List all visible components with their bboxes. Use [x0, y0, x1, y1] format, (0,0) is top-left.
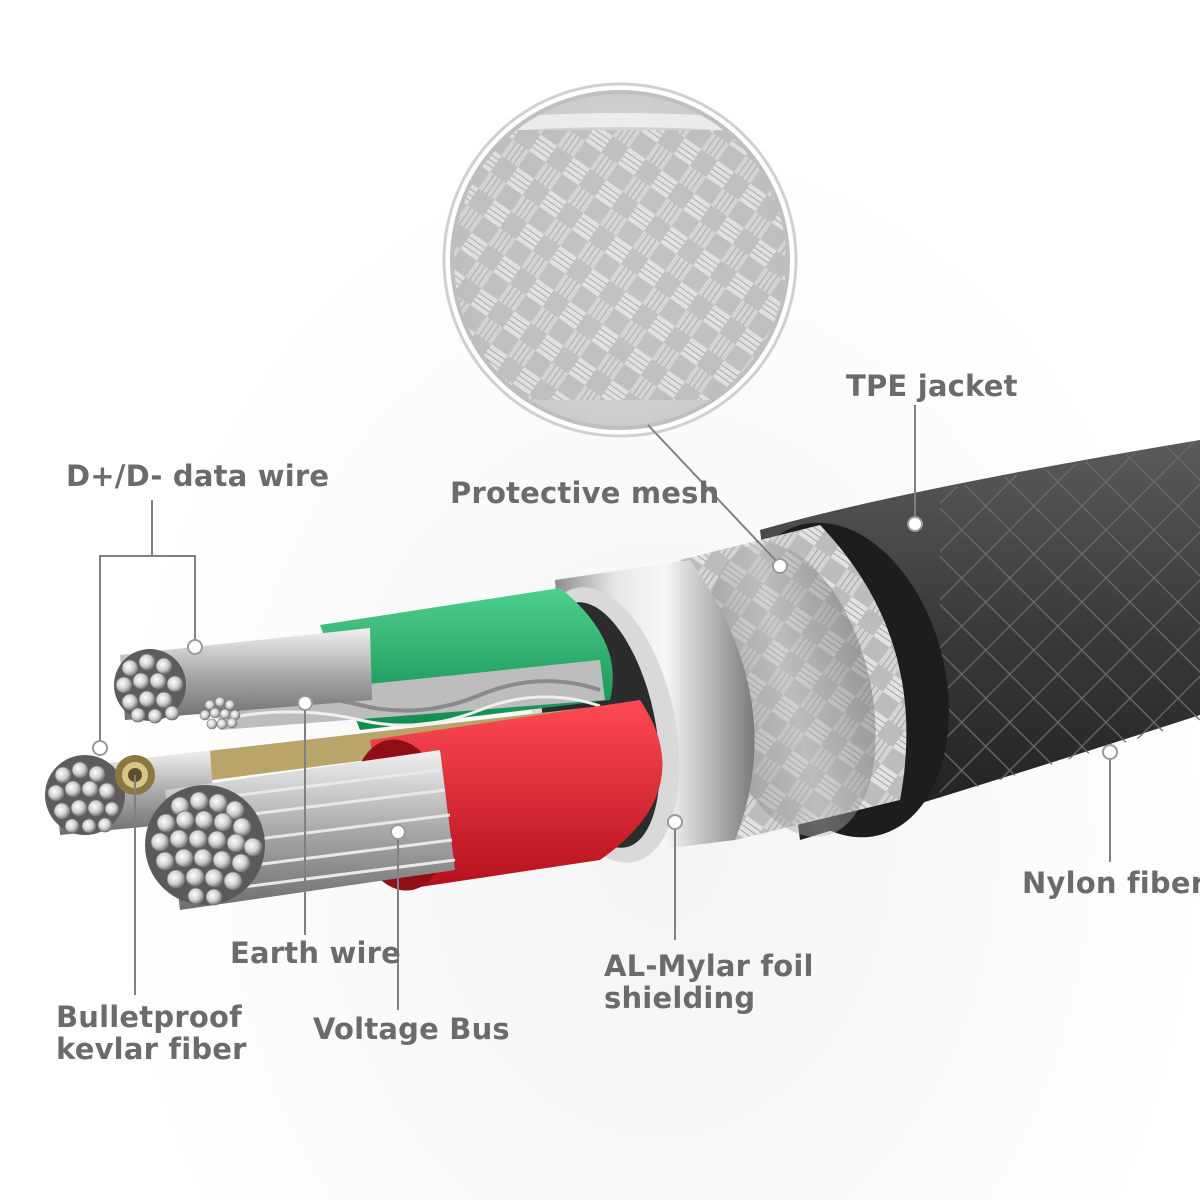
leader-protective-mesh: [647, 424, 781, 566]
nylon-net-texture: [940, 440, 1200, 840]
label-al-mylar: AL-Mylar foil shielding: [604, 950, 814, 1014]
label-al-mylar-line1: AL-Mylar foil: [604, 949, 814, 983]
leader-data-wire-upper: [152, 555, 196, 645]
label-kevlar: Bulletproof kevlar fiber: [56, 1001, 247, 1065]
earth-wire-end: [199, 696, 241, 730]
magnifier-inset: [442, 82, 798, 438]
leader-dots: [92, 516, 1118, 840]
label-data-wire: D+/D- data wire: [66, 459, 330, 493]
leader-lines: [99, 405, 1111, 1010]
label-earth-wire: Earth wire: [230, 936, 401, 970]
data-wire-lower-end: [45, 755, 125, 835]
label-voltage-bus: Voltage Bus: [313, 1012, 510, 1046]
label-al-mylar-line2: shielding: [604, 981, 756, 1015]
label-nylon-fiber: Nylon fiber: [1022, 866, 1200, 900]
voltage-bus-end: [145, 785, 265, 906]
label-kevlar-line1: Bulletproof: [56, 1000, 242, 1034]
label-kevlar-line2: kevlar fiber: [56, 1032, 247, 1066]
label-protective-mesh: Protective mesh: [450, 476, 720, 510]
data-wire-upper-end: [114, 649, 186, 724]
leader-data-wire-lower: [99, 500, 153, 748]
label-tpe-jacket: TPE jacket: [846, 369, 1018, 403]
